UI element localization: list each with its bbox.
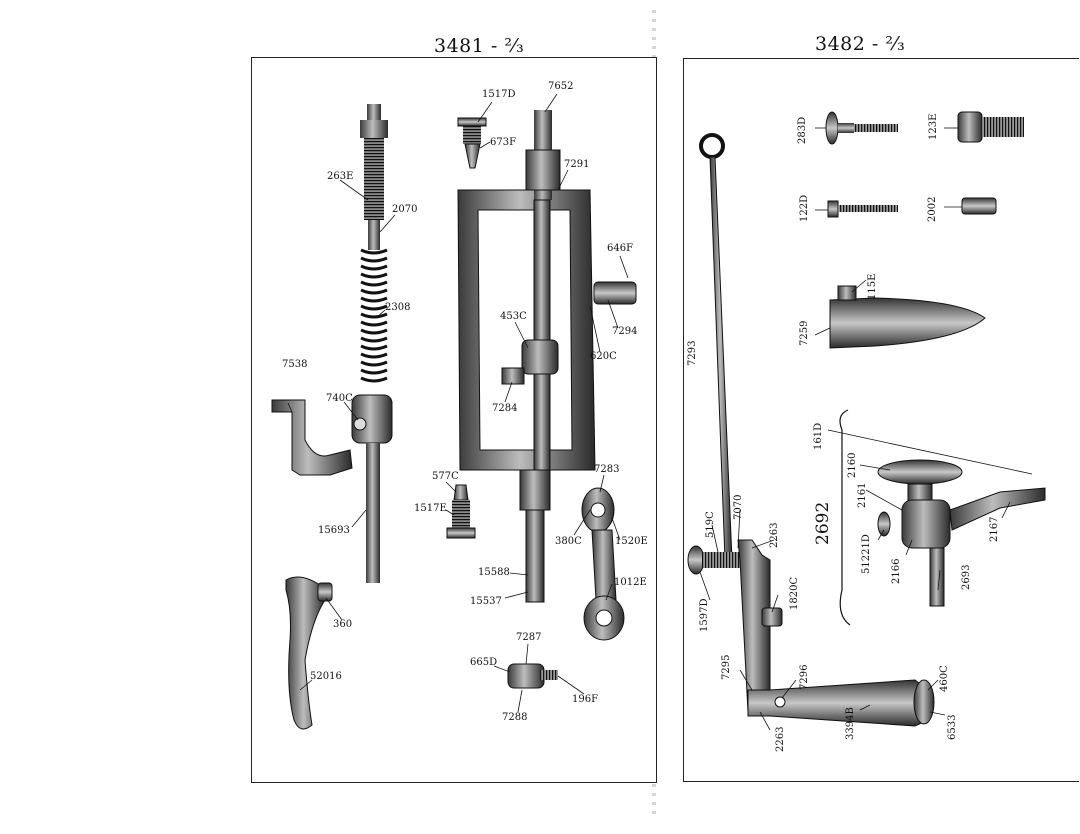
label-1597D: 1597D <box>699 598 710 632</box>
plate-number-right: 3482 - ²⁄₃ <box>815 33 906 55</box>
label-2263: 2263 <box>769 522 780 548</box>
label-1517D: 1517D <box>482 89 516 100</box>
label-7283: 7283 <box>594 464 620 475</box>
label-52016: 52016 <box>310 671 342 682</box>
label-7070: 7070 <box>733 494 744 520</box>
label-3394B: 3394B <box>845 707 856 740</box>
label-360: 360 <box>333 619 353 630</box>
label-2161: 2161 <box>857 482 868 508</box>
label-2263J: 2263 <box>775 726 786 752</box>
label-740C: 740C <box>326 393 353 404</box>
label-15537: 15537 <box>470 596 502 607</box>
label-453C: 453C <box>500 311 527 322</box>
label-646F: 646F <box>607 243 634 254</box>
label-7295: 7295 <box>721 654 732 680</box>
label-123E: 123E <box>928 113 939 140</box>
label-380C: 380C <box>555 536 582 547</box>
label-2070: 2070 <box>392 204 418 215</box>
label-577C: 577C <box>432 471 459 482</box>
label-7296: 7296 <box>799 664 810 690</box>
label-2002: 2002 <box>927 196 938 222</box>
label-7259: 7259 <box>799 320 810 346</box>
label-7287: 7287 <box>516 632 542 643</box>
presser-bar-assembly <box>351 104 393 583</box>
needle-bar-frame <box>457 110 637 603</box>
label-2693: 2693 <box>961 564 972 590</box>
label-7291: 7291 <box>564 159 590 170</box>
label-2167: 2167 <box>989 516 1000 542</box>
label-2160: 2160 <box>847 452 858 478</box>
label-161D: 161D <box>813 422 824 450</box>
label-283D: 283D <box>797 116 808 144</box>
label-1520E: 1520E <box>615 536 648 547</box>
label-460C: 460C <box>939 665 950 692</box>
label-115E: 115E <box>867 273 878 300</box>
label-7284: 7284 <box>492 403 518 414</box>
label-673F: 673F <box>490 137 517 148</box>
label-7293: 7293 <box>687 340 698 366</box>
label-2166: 2166 <box>891 558 902 584</box>
label-51221D: 51221D <box>861 534 872 574</box>
label-2308: 2308 <box>385 302 411 313</box>
label-7294: 7294 <box>612 326 638 337</box>
label-196F: 196F <box>572 694 599 705</box>
label-122D: 122D <box>799 194 810 222</box>
label-2692: 2692 <box>813 501 833 545</box>
plate-number-left: 3481 - ²⁄₃ <box>434 35 525 57</box>
label-1820C: 1820C <box>789 576 800 610</box>
label-15693: 15693 <box>318 525 350 536</box>
label-7652: 7652 <box>548 81 574 92</box>
label-519C: 519C <box>705 511 716 538</box>
label-6533: 6533 <box>947 714 958 740</box>
label-665D: 665D <box>470 657 498 668</box>
label-15588: 15588 <box>478 567 510 578</box>
label-1517E: 1517E <box>414 503 447 514</box>
label-7288: 7288 <box>502 712 528 723</box>
label-7538: 7538 <box>282 359 308 370</box>
label-263E: 263E <box>327 171 354 182</box>
label-620C: 620C <box>590 351 617 362</box>
label-1012E: 1012E <box>614 577 647 588</box>
